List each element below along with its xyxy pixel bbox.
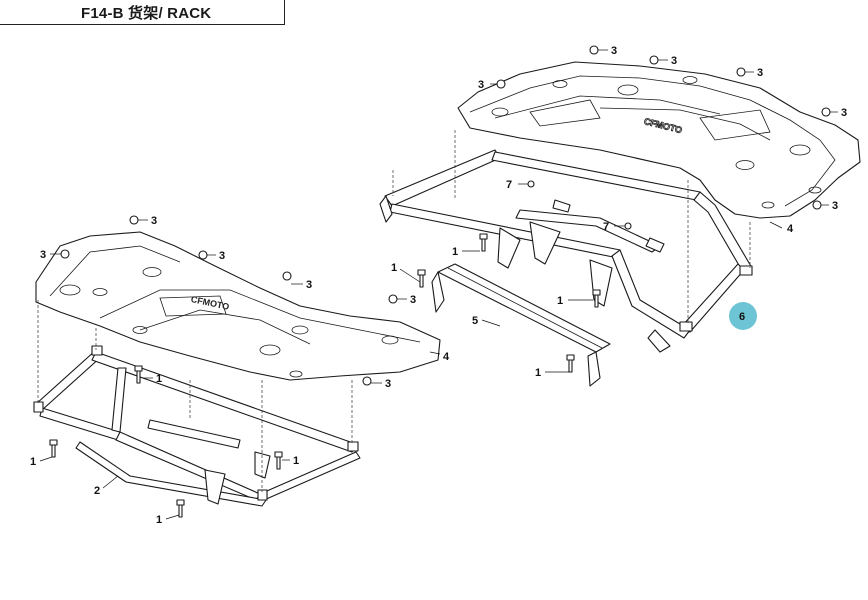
callout-2: 2 xyxy=(94,485,100,497)
callout-1: 1 xyxy=(156,373,162,385)
callout-4: 4 xyxy=(443,351,450,363)
callout-3: 3 xyxy=(671,55,677,67)
bolt-icon xyxy=(49,439,58,458)
callout-3: 3 xyxy=(151,215,157,227)
leader-lines xyxy=(39,49,838,520)
title-box: F14-B 货架/ RACK xyxy=(0,0,285,25)
callout-1: 1 xyxy=(391,262,397,274)
bolt-icon xyxy=(176,499,185,518)
callout-3: 3 xyxy=(478,79,484,91)
callout-5: 5 xyxy=(472,315,478,327)
nut-icon xyxy=(821,107,831,117)
callout-7: 7 xyxy=(506,179,512,191)
bolt-icon xyxy=(479,233,488,252)
callout-3: 3 xyxy=(40,249,46,261)
bolt-icon xyxy=(134,365,143,384)
bolt-icon xyxy=(592,289,601,308)
callout-3: 3 xyxy=(611,45,617,57)
rear-rack-assembly: CFMOTO xyxy=(379,61,861,387)
front-rack-platform xyxy=(35,231,441,381)
bolt-icon xyxy=(274,451,283,470)
nut-icon xyxy=(388,294,398,304)
nut-icon xyxy=(129,215,139,225)
callout-3: 3 xyxy=(410,294,416,306)
callout-1: 1 xyxy=(557,295,563,307)
callout-6: 6 xyxy=(739,311,745,323)
nut-icon xyxy=(362,376,372,386)
nut-icon xyxy=(812,200,822,210)
front-rack-assembly: CFMOTO xyxy=(33,231,441,507)
highlight-circle xyxy=(729,302,757,330)
callout-3: 3 xyxy=(841,107,847,119)
nut-icon xyxy=(649,55,659,65)
nut-icon xyxy=(282,271,292,281)
rear-frame xyxy=(384,149,501,207)
callout-4: 4 xyxy=(787,223,794,235)
callout-3: 3 xyxy=(832,200,838,212)
callout-1: 1 xyxy=(30,456,36,468)
clip-icon xyxy=(624,222,632,230)
rear-rack-platform xyxy=(457,61,861,219)
nut-icon xyxy=(589,45,599,55)
bolt-icon xyxy=(417,269,426,288)
callout-labels: 3 3 3 3 3 3 4 7 7 1 1 1 1 5 6 3 3 3 3 3 … xyxy=(30,45,847,526)
callout-1: 1 xyxy=(535,367,541,379)
callout-3: 3 xyxy=(757,67,763,79)
callout-3: 3 xyxy=(385,378,391,390)
nut-icon xyxy=(60,249,70,259)
nut-icon xyxy=(736,67,746,77)
callout-3: 3 xyxy=(219,250,225,262)
callout-1: 1 xyxy=(156,514,162,526)
callout-1: 1 xyxy=(452,246,458,258)
nut-icon xyxy=(198,250,208,260)
clip-icon xyxy=(527,180,535,188)
page-title: F14-B 货架/ RACK xyxy=(81,5,212,22)
nut-icon xyxy=(496,79,506,89)
bolt-icon xyxy=(566,354,575,373)
callout-7: 7 xyxy=(603,221,609,233)
callout-1: 1 xyxy=(293,455,299,467)
callout-3: 3 xyxy=(306,279,312,291)
